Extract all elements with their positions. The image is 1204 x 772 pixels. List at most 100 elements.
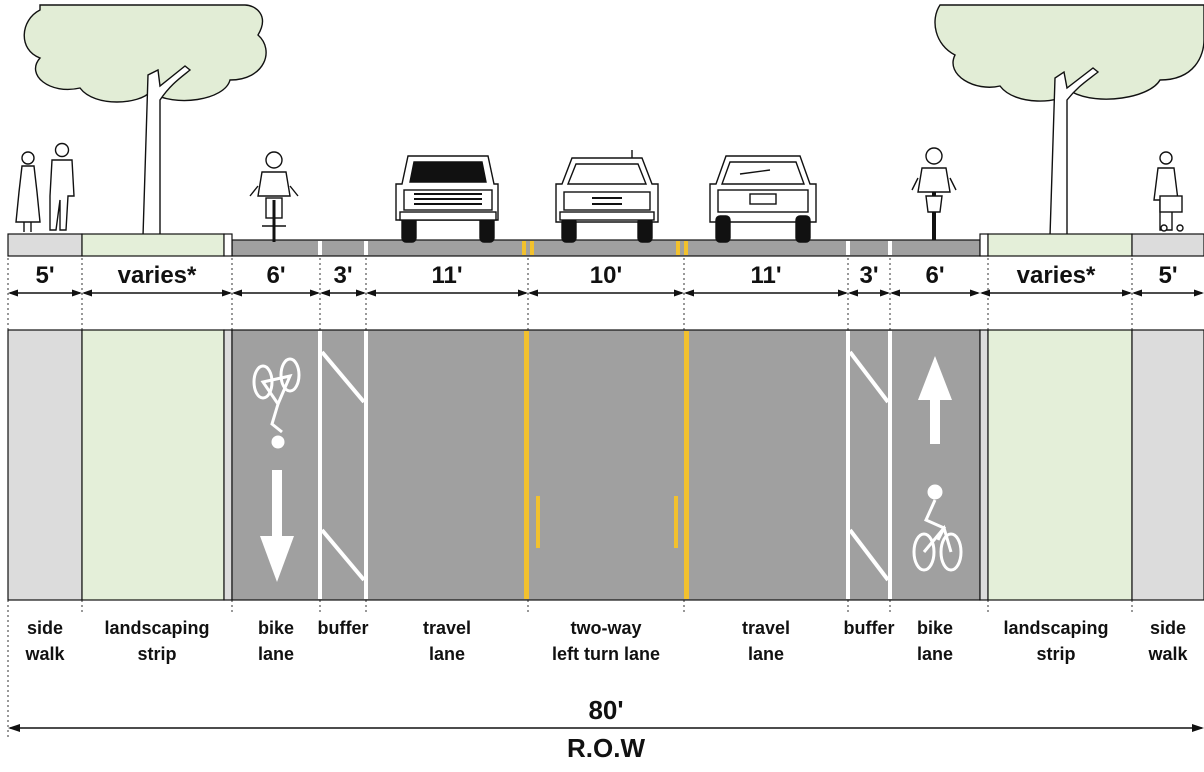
buffer-markings-right xyxy=(846,331,892,599)
segment-label-line: lane xyxy=(748,644,784,664)
segment-label-line: left turn lane xyxy=(552,644,660,664)
segment-label: travel lane xyxy=(423,618,471,664)
segment-label-row: side walk landscaping strip bike lane buffer tr… xyxy=(24,618,1188,664)
plan-curb-left xyxy=(223,329,233,601)
dimension-arrowhead xyxy=(890,289,900,297)
cyclist-front-icon xyxy=(249,151,299,242)
plan-sidewalk-left xyxy=(7,329,83,601)
sidewalk-curb-left xyxy=(7,233,83,257)
dimension-arrowhead xyxy=(970,289,980,297)
segment-dimension: 6' xyxy=(266,262,285,289)
bike-symbol-icon xyxy=(252,357,301,449)
plan-view xyxy=(7,329,1204,601)
segment-label-line: lane xyxy=(258,644,294,664)
segment-label: buffer xyxy=(844,618,895,638)
plan-sidewalk-right xyxy=(1131,329,1204,601)
segment-dimension: 3' xyxy=(859,262,878,289)
dimension-arrowhead xyxy=(310,289,320,297)
segment-label-line: walk xyxy=(1147,644,1188,664)
dimension-arrowhead xyxy=(1122,289,1132,297)
segment-label: side walk xyxy=(24,618,65,664)
roadway-section xyxy=(231,239,981,257)
dimension-arrowhead xyxy=(356,289,366,297)
dimension-row: 5'varies*6'3'11'10'11'3'6'varies*5' xyxy=(8,262,1204,297)
bike-symbol-icon xyxy=(912,484,963,572)
cyclist-rear-icon xyxy=(911,147,957,240)
segment-label: travel lane xyxy=(742,618,790,664)
segment-label-line: two-way xyxy=(570,618,641,638)
arrow-up-icon xyxy=(918,356,952,444)
dimension-arrowhead xyxy=(366,289,376,297)
segment-label-line: lane xyxy=(429,644,465,664)
section-view xyxy=(7,4,1204,257)
segment-label: two-way left turn lane xyxy=(552,618,660,664)
landscape-strip-section-left xyxy=(81,233,225,257)
segment-dimension: 10' xyxy=(590,262,622,289)
segment-label-line: strip xyxy=(1036,644,1075,664)
turn-lane-markings xyxy=(524,331,689,599)
minivan-front-icon xyxy=(555,150,659,243)
plan-roadway xyxy=(231,329,981,601)
dimension-arrowhead xyxy=(980,289,990,297)
segment-label-line: landscaping xyxy=(104,618,209,638)
dimension-arrowhead xyxy=(684,289,694,297)
dimension-arrowhead xyxy=(880,289,890,297)
pedestrian-couple-icon xyxy=(15,142,75,232)
segment-label: landscaping strip xyxy=(1003,618,1108,664)
arrow-down-icon xyxy=(260,470,294,582)
segment-dimension: 11' xyxy=(431,262,462,289)
dimension-arrowhead xyxy=(848,289,858,297)
dimension-arrowhead xyxy=(320,289,330,297)
segment-dimension: 6' xyxy=(925,262,944,289)
segment-label: bike lane xyxy=(917,618,953,664)
segment-label: buffer xyxy=(318,618,369,638)
segment-label: side walk xyxy=(1147,618,1188,664)
plan-landscape-left xyxy=(81,329,225,601)
curb-right xyxy=(979,233,989,257)
buffer-markings-left xyxy=(318,331,368,599)
dimension-arrowhead xyxy=(72,289,82,297)
street-tree-icon xyxy=(23,4,267,237)
dimension-arrowhead xyxy=(222,289,232,297)
row-total-dimension: 80' xyxy=(588,695,623,725)
dimension-arrowhead xyxy=(674,289,684,297)
segment-label: bike lane xyxy=(258,618,294,664)
pedestrian-stroller-icon xyxy=(1153,151,1184,232)
segment-label-line: lane xyxy=(917,644,953,664)
segment-dimension: 11' xyxy=(750,262,781,289)
segment-label-line: walk xyxy=(24,644,65,664)
segment-label-line: buffer xyxy=(318,618,369,638)
plan-curb-right xyxy=(979,329,989,601)
dimension-arrowhead xyxy=(82,289,92,297)
segment-dimension: 5' xyxy=(1158,262,1177,289)
row-dimension: 80' R.O.W xyxy=(8,695,1204,763)
segment-label-line: buffer xyxy=(844,618,895,638)
dimension-arrowhead xyxy=(232,289,242,297)
segment-dimension: varies* xyxy=(1017,262,1096,289)
segment-label-line: bike xyxy=(258,618,294,638)
sidewalk-curb-right xyxy=(1131,233,1204,257)
dimension-arrowhead xyxy=(8,289,18,297)
segment-label-line: bike xyxy=(917,618,953,638)
dimension-arrowhead xyxy=(838,289,848,297)
landscape-strip-section-right xyxy=(987,233,1133,257)
dimension-arrowhead xyxy=(518,289,528,297)
segment-dimension: 3' xyxy=(333,262,352,289)
plan-landscape-right xyxy=(987,329,1133,601)
segment-label-line: side xyxy=(1150,618,1186,638)
suv-rear-icon xyxy=(709,155,817,243)
segment-label-line: landscaping xyxy=(1003,618,1108,638)
dimension-arrowhead xyxy=(1132,289,1142,297)
pickup-truck-front-icon xyxy=(395,155,499,243)
row-label: R.O.W xyxy=(567,733,645,763)
dimension-arrowhead xyxy=(528,289,538,297)
segment-label-line: side xyxy=(27,618,63,638)
curb-left xyxy=(223,233,233,257)
segment-label-line: travel xyxy=(423,618,471,638)
street-tree-icon xyxy=(934,4,1204,237)
segment-dimension: 5' xyxy=(35,262,54,289)
dimension-arrowhead xyxy=(1194,289,1204,297)
segment-label-line: travel xyxy=(742,618,790,638)
